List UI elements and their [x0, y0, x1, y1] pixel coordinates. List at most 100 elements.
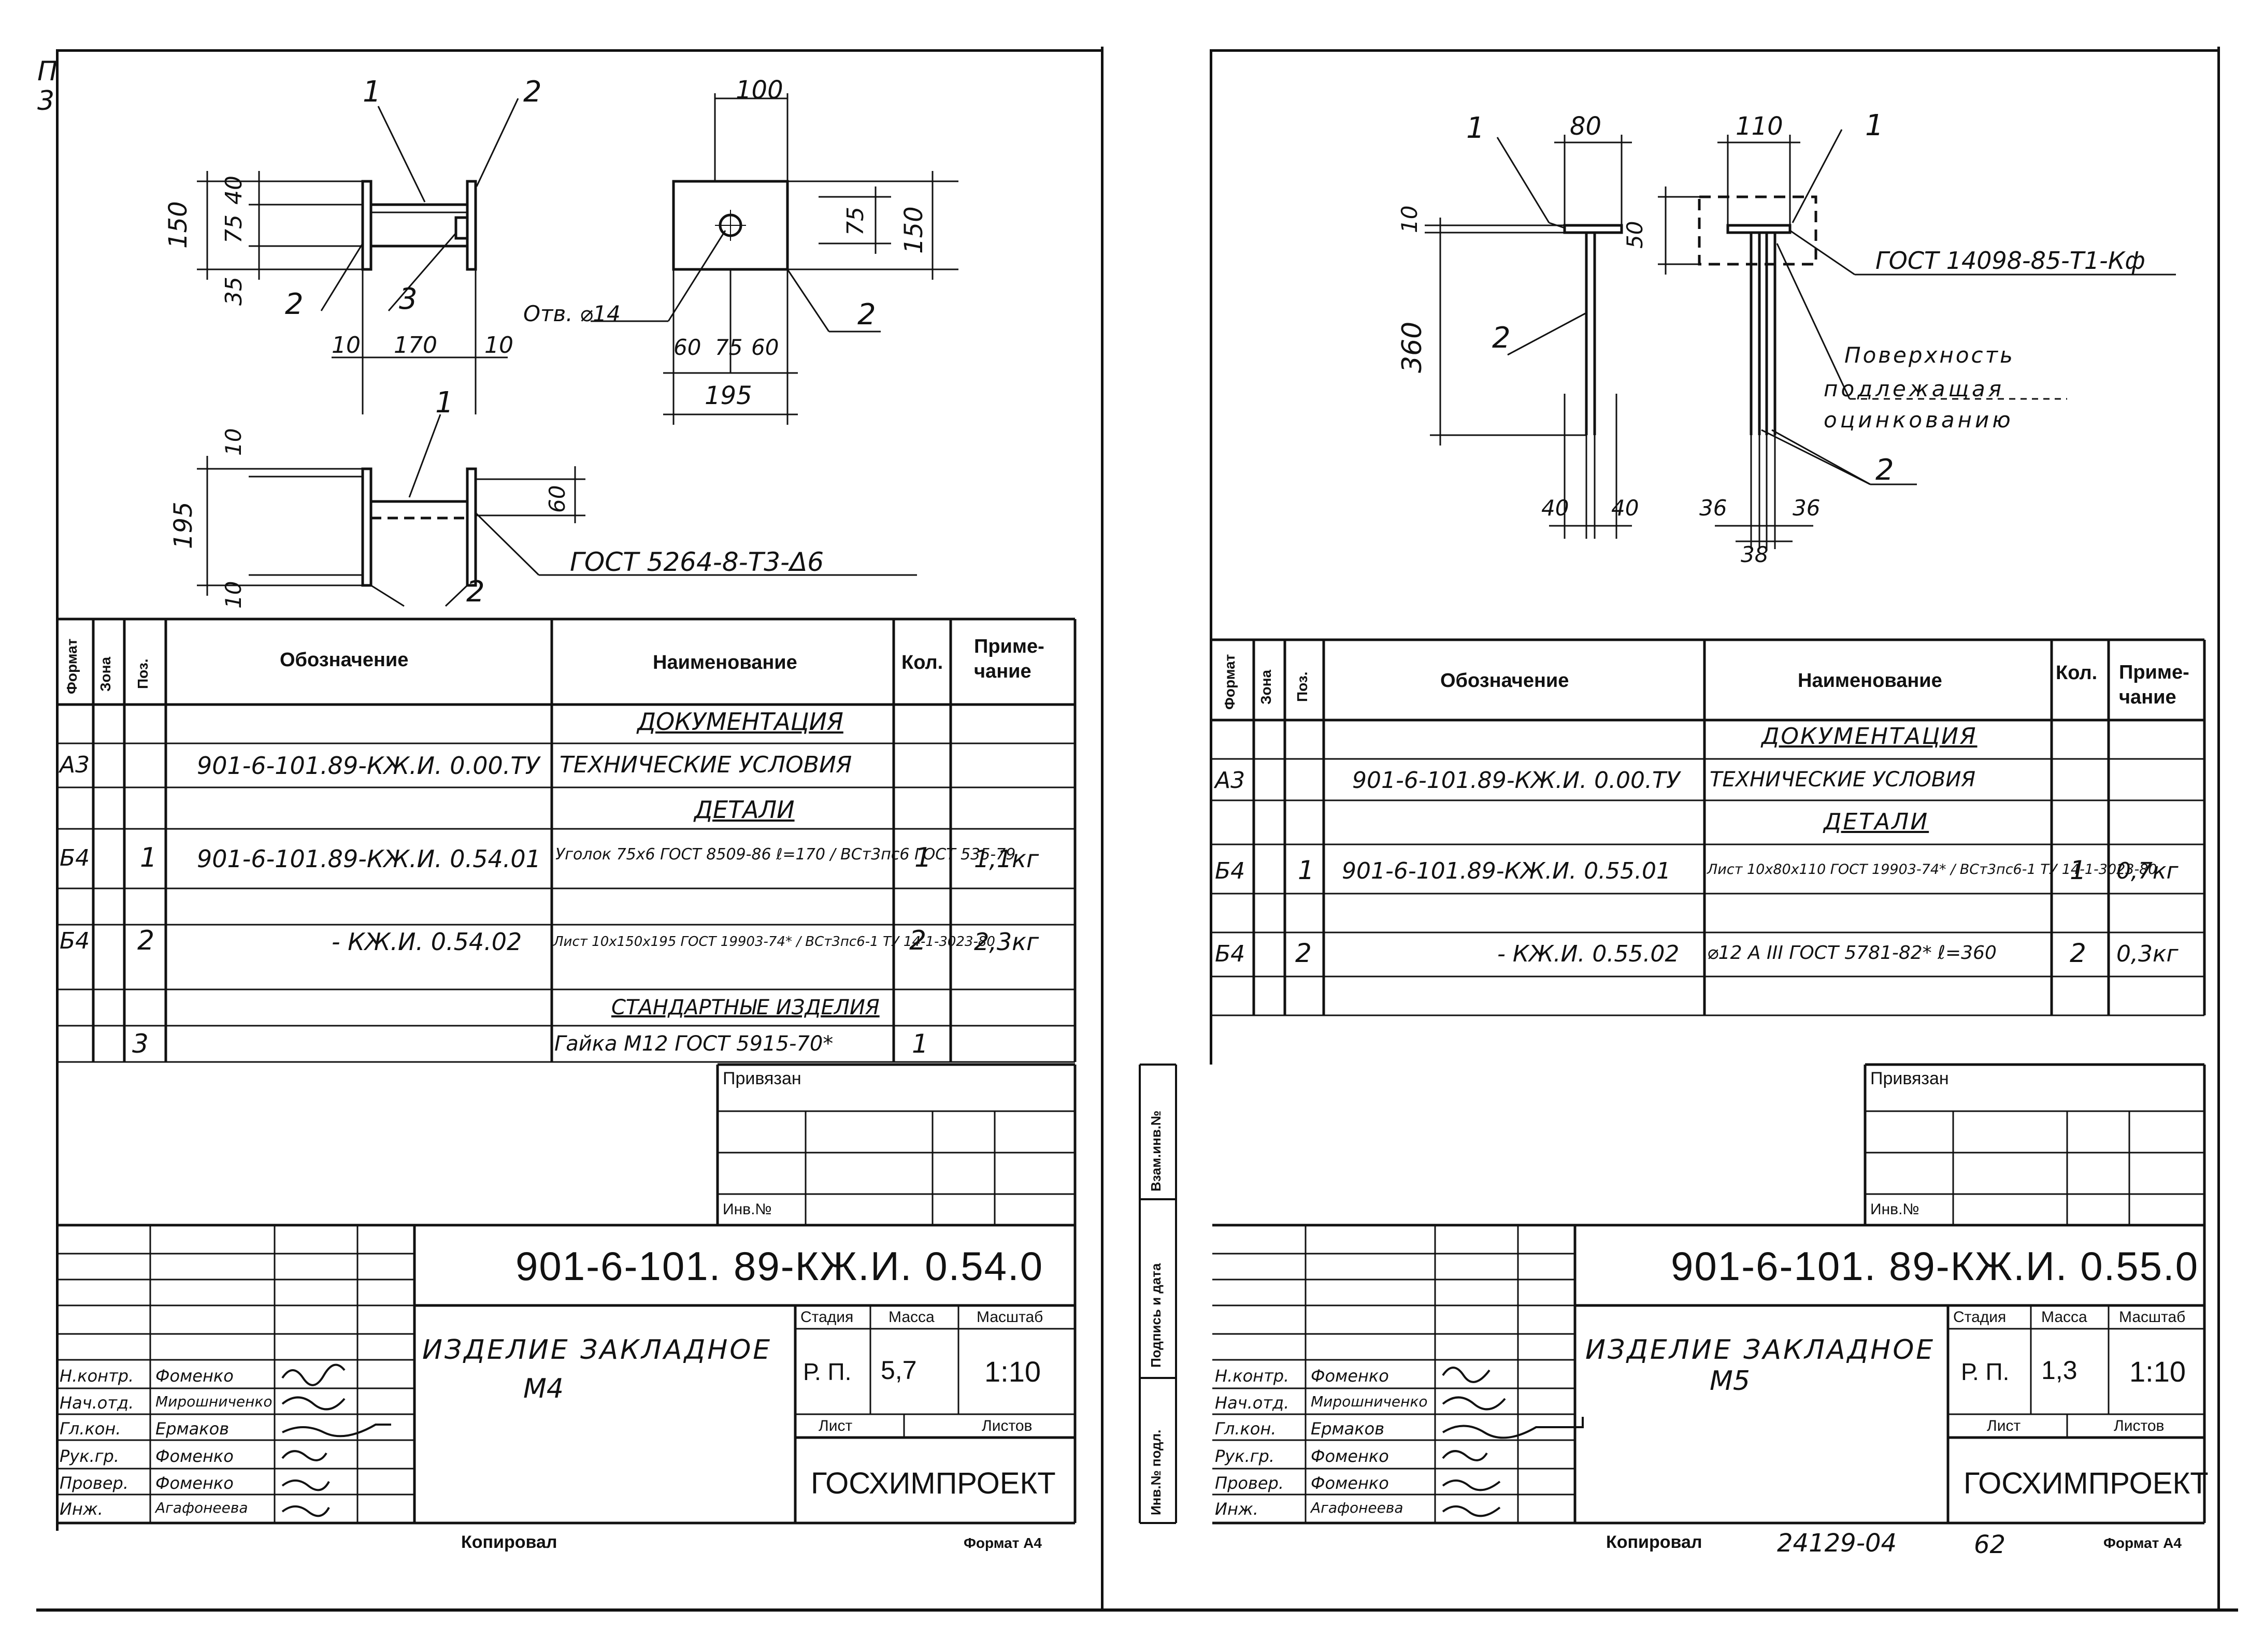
- signer-role: Инж.: [1215, 1499, 1258, 1519]
- spec-header-name: Наименование: [1798, 670, 1942, 692]
- spec-header-zone: Зона: [97, 656, 113, 692]
- label-surface1: Поверхность: [1844, 342, 2015, 368]
- bound-label: Привязан: [723, 1069, 801, 1088]
- signer-name: Мирошниченко: [1311, 1393, 1428, 1410]
- spec-header-qty: Кол.: [901, 652, 943, 673]
- left-frame-top: [56, 49, 1102, 52]
- spec-row-name: Лист 10х150х195 ГОСТ 19903-74* / ВСт3пс6…: [553, 934, 995, 950]
- title-line1: ИЗДЕЛИЕ ЗАКЛАДНОЕ: [422, 1334, 772, 1366]
- scale-value: 1:10: [2129, 1355, 2186, 1388]
- spec-row-format: Б4: [60, 928, 90, 954]
- label-d35: 35: [221, 277, 247, 306]
- inv-label: Инв.№: [723, 1201, 772, 1218]
- signer-role: Рук.гр.: [1215, 1446, 1275, 1466]
- spec-row-section-docs: ДОКУМЕНТАЦИЯ: [1761, 723, 1978, 750]
- right-frame-left: [1210, 49, 1212, 1065]
- spec-row-designation: 901-6-101.89-КЖ.И. 0.00.ТУ: [1352, 767, 1680, 794]
- title-line1: ИЗДЕЛИЕ ЗАКЛАДНОЕ: [1585, 1334, 1936, 1366]
- signer-name: Агафонеева: [1311, 1499, 1403, 1516]
- spec-row-designation: 901-6-101.89-КЖ.И. 0.55.01: [1342, 858, 1671, 884]
- signer-role: Рук.гр.: [60, 1446, 120, 1466]
- spec-header-format: Формат: [1222, 654, 1238, 710]
- spec-row-section-std: СТАНДАРТНЫЕ ИЗДЕЛИЯ: [611, 996, 880, 1019]
- org-name: ГОСХИМПРОЕКТ: [811, 1467, 1056, 1500]
- label-pos1b: 1: [435, 386, 454, 420]
- doc-code: 901-6-101. 89-КЖ.И. 0.54.0: [515, 1243, 1044, 1289]
- signer-role: Н.контр.: [60, 1366, 134, 1386]
- label-d150b: 150: [899, 206, 928, 254]
- spec-row-name: ТЕХНИЧЕСКИЕ УСЛОВИЯ: [1710, 768, 1976, 792]
- spec-row-qty: 2: [909, 925, 927, 956]
- spec-header-pos: Поз.: [1294, 671, 1310, 702]
- scale-value: 1:10: [984, 1355, 1041, 1388]
- spec-row-qty: 1: [914, 842, 932, 873]
- label-pos2b: 2: [1875, 453, 1894, 487]
- label-d60a: 60: [674, 335, 701, 360]
- bound-label: Привязан: [1870, 1069, 1949, 1088]
- spec-row-name: Лист 10х80х110 ГОСТ 19903-74* / ВСт3пс6-…: [1707, 861, 2157, 878]
- signer-name: Ермаков: [155, 1419, 230, 1439]
- label-d150a: 150: [164, 201, 193, 249]
- spec-header-qty: Кол.: [2056, 662, 2098, 684]
- label-d38: 38: [1741, 542, 1769, 567]
- spec-row-note: 0,3кг: [2116, 941, 2179, 967]
- spec-row-designation: - КЖ.И. 0.54.02: [332, 928, 522, 956]
- spec-row-qty: 1: [912, 1029, 928, 1059]
- spec-row-name: Гайка М12 ГОСТ 5915-70*: [554, 1032, 834, 1056]
- spec-row-name: ТЕХНИЧЕСКИЕ УСЛОВИЯ: [560, 752, 852, 778]
- signer-role: Инж.: [60, 1499, 103, 1519]
- label-pos1b: 1: [1865, 109, 1884, 142]
- spec-row-pos: 1: [1298, 855, 1314, 885]
- doc-code: 901-6-101. 89-КЖ.И. 0.55.0: [1671, 1243, 2199, 1289]
- spec-row-pos: 3: [132, 1029, 149, 1059]
- label-surface2: подлежащая: [1824, 376, 2005, 401]
- spec-row-pos: 1: [140, 842, 157, 873]
- sheet-label: Лист: [1987, 1417, 2021, 1434]
- spec-row-pos: 2: [137, 925, 155, 956]
- footer-format: Формат А4: [964, 1535, 1042, 1551]
- label-weld-left: ГОСТ 5264-8-Т3-Δ6: [570, 547, 824, 577]
- title-line2: М4: [523, 1373, 564, 1404]
- footer-copied: Копировал: [461, 1532, 557, 1552]
- right-frame-top: [1210, 49, 2220, 52]
- stage-label: Стадия: [800, 1309, 854, 1326]
- label-hole: Отв. ⌀14: [523, 301, 621, 326]
- footer-format: Формат А4: [2103, 1535, 2182, 1551]
- label-pos1a: 1: [1466, 111, 1485, 145]
- spec-row-section-docs: ДОКУМЕНТАЦИЯ: [637, 708, 843, 736]
- signer-name: Фоменко: [155, 1366, 234, 1386]
- label-surface3: оцинкованию: [1824, 407, 2014, 433]
- label-d75: 75: [221, 214, 247, 243]
- spec-row-note: 2,3кг: [974, 928, 1039, 956]
- signer-name: Фоменко: [155, 1446, 234, 1466]
- label-d10b: 10: [484, 332, 513, 358]
- label-pos1a: 1: [363, 75, 381, 109]
- spec-row-designation: - КЖ.И. 0.55.02: [1497, 941, 1680, 967]
- spec-header-name: Наименование: [653, 652, 797, 673]
- spec-row-pos: 2: [1295, 938, 1312, 968]
- spec-header-note: Приме- чание: [974, 636, 1044, 682]
- signer-role: Н.контр.: [1215, 1366, 1289, 1386]
- bottom-rule: [36, 1608, 2238, 1612]
- footer-copied: Копировал: [1606, 1532, 1702, 1552]
- signer-role: Провер.: [1215, 1473, 1284, 1493]
- label-pos3: 3: [399, 282, 418, 316]
- org-name: ГОСХИМПРОЕКТ: [1964, 1467, 2209, 1500]
- side-label-sign-date: Подпись и дата: [1148, 1263, 1164, 1368]
- spec-row-note: 1,1кг: [974, 845, 1039, 873]
- spec-row-qty: 1: [2070, 855, 2086, 885]
- footer-page: 62: [1974, 1530, 2006, 1559]
- label-d36b: 36: [1793, 495, 1821, 521]
- stage-value: Р. П.: [803, 1358, 852, 1385]
- spec-row-format: Б4: [1215, 858, 1245, 884]
- spec-header-format: Формат: [64, 638, 80, 694]
- spec-row-note: 0,7кг: [2116, 858, 2179, 884]
- mass-label: Масса: [889, 1309, 935, 1326]
- signer-name: Агафонеева: [155, 1499, 248, 1516]
- spec-row-section-parts: ДЕТАЛИ: [694, 796, 795, 824]
- spec-row-format: А3: [1215, 767, 1245, 794]
- label-d60b: 60: [751, 335, 779, 360]
- label-d110: 110: [1736, 112, 1783, 141]
- label-pos2a: 2: [523, 75, 542, 109]
- label-d170: 170: [394, 332, 437, 358]
